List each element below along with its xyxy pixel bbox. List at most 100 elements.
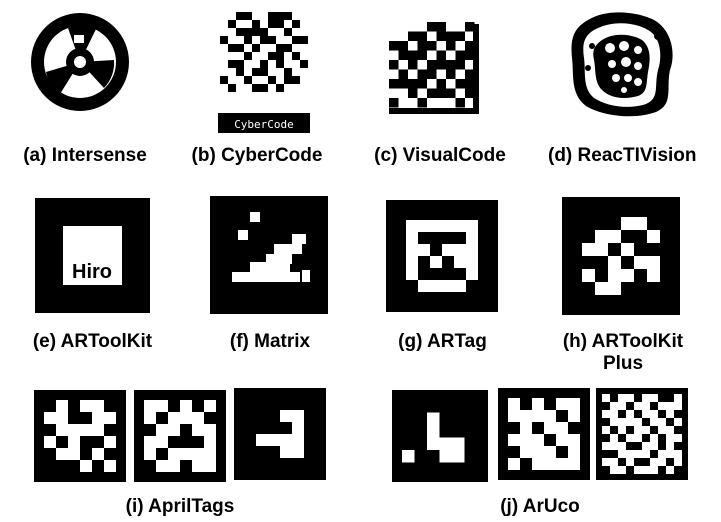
marker-cell — [608, 230, 621, 243]
marker-cell — [144, 400, 156, 412]
marker-cell — [440, 438, 453, 451]
marker-cell — [408, 32, 418, 42]
marker-cell — [520, 434, 532, 446]
marker-cell — [408, 89, 418, 99]
marker-cell — [610, 466, 618, 474]
marker-cell — [180, 412, 192, 424]
marker-cell — [466, 244, 478, 256]
marker-cell — [80, 400, 92, 412]
marker-cell — [626, 458, 634, 466]
marker-cell — [466, 268, 478, 280]
marker-cell — [626, 434, 634, 442]
marker-cell — [658, 402, 666, 410]
marker-cell — [300, 36, 308, 44]
marker-cell — [256, 434, 268, 446]
marker-cell — [666, 410, 674, 418]
marker-cell — [236, 68, 244, 76]
marker-cell — [647, 256, 660, 269]
reactivision-marker — [568, 8, 678, 118]
marker-cell — [446, 70, 456, 80]
marker-cell — [544, 410, 556, 422]
marker-cell — [556, 458, 568, 470]
marker-cell — [674, 458, 682, 466]
marker-cell — [650, 466, 658, 474]
marker-cell — [260, 68, 268, 76]
marker-cell — [446, 41, 456, 51]
marker-cell — [658, 458, 666, 466]
marker-cell — [427, 70, 437, 80]
caption-visualcode: (c) VisualCode — [360, 145, 520, 167]
marker-cell — [595, 230, 608, 243]
marker-cell — [634, 256, 647, 269]
aruco-marker-1 — [392, 390, 488, 482]
marker-cell — [568, 434, 580, 446]
marker-cell — [292, 36, 300, 44]
marker-cell — [642, 426, 650, 434]
marker-cell — [618, 418, 626, 426]
marker-cell — [418, 79, 428, 89]
marker-cell — [626, 418, 634, 426]
marker-cell — [610, 410, 618, 418]
cybercode-banner-text: CyberCode — [234, 118, 294, 131]
marker-cell — [284, 76, 292, 84]
marker-cell — [650, 394, 658, 402]
marker-cell — [621, 269, 634, 282]
marker-cell — [437, 22, 447, 32]
marker-cell — [228, 20, 236, 28]
marker-cell — [80, 460, 92, 472]
marker-cell — [508, 410, 520, 422]
marker-cell — [56, 400, 68, 412]
marker-cell — [674, 402, 682, 410]
marker-cell — [520, 410, 532, 422]
marker-cell — [56, 424, 68, 436]
marker-cell — [427, 413, 440, 426]
marker-cell — [402, 450, 415, 463]
marker-cell — [618, 394, 626, 402]
marker-cell — [634, 466, 642, 474]
marker-cell — [610, 442, 618, 450]
marker-cell — [456, 79, 466, 89]
caption-matrix: (f) Matrix — [195, 331, 345, 353]
marker-cell — [236, 60, 244, 68]
marker-cell — [556, 434, 568, 446]
marker-cell — [406, 220, 418, 232]
visualcode-marker — [385, 18, 485, 118]
marker-cell — [220, 36, 228, 44]
marker-cell — [408, 79, 418, 89]
marker-cell — [618, 450, 626, 458]
marker-cell — [260, 28, 268, 36]
marker-cell — [80, 424, 92, 436]
marker-cell — [568, 410, 580, 422]
marker-cell — [556, 398, 568, 410]
marker-cell — [389, 41, 399, 51]
marker-cell — [466, 232, 478, 244]
marker-cell — [260, 36, 268, 44]
caption-reactivision: (d) ReacTIVision — [548, 145, 720, 167]
marker-cell — [204, 424, 216, 436]
marker-cell — [399, 79, 409, 89]
marker-cell — [244, 36, 252, 44]
marker-cell — [292, 20, 300, 28]
marker-cell — [418, 280, 430, 292]
marker-cell — [556, 422, 568, 434]
marker-cell — [666, 466, 674, 474]
marker-cell — [252, 28, 260, 36]
caption-artoolkit-plus-line2: Plus — [548, 353, 698, 375]
marker-cell — [658, 450, 666, 458]
marker-cell — [252, 84, 260, 92]
marker-cell — [642, 466, 650, 474]
marker-cell — [44, 412, 56, 424]
marker-cell — [568, 446, 580, 458]
marker-cell — [68, 424, 80, 436]
caption-artoolkit-plus-line1: (h) ARToolKit — [548, 331, 698, 353]
marker-cell — [650, 458, 658, 466]
marker-cell — [430, 256, 442, 268]
marker-cell — [610, 434, 618, 442]
marker-cell — [300, 60, 308, 68]
marker-cell — [582, 243, 595, 256]
marker-cell — [276, 52, 284, 60]
marker-cell — [454, 244, 466, 256]
marker-cell — [418, 98, 428, 108]
marker-cell — [610, 418, 618, 426]
marker-cell — [634, 217, 647, 230]
